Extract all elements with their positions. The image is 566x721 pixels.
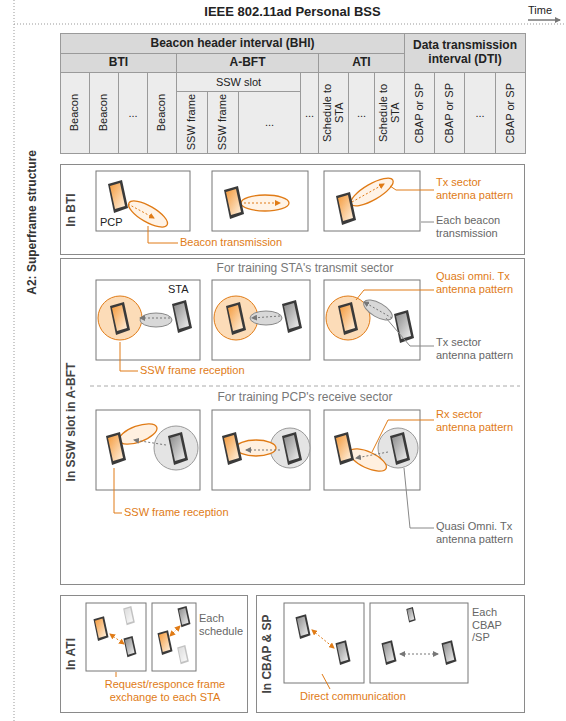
annotation-label: Beacon transmission xyxy=(180,236,320,249)
cell-text: ... xyxy=(305,107,314,120)
annotation-label: Direct communication xyxy=(300,690,470,703)
table-cell: SSW slot xyxy=(176,72,301,92)
table-cell: Beacon xyxy=(147,72,177,154)
annotation-label: Each beacon transmission xyxy=(436,214,522,239)
cell-text: ... xyxy=(357,107,366,120)
annotation-label: Rx sector antenna pattern xyxy=(436,408,522,433)
cell-text: Beacon xyxy=(69,94,81,131)
annotation-label: Time xyxy=(528,4,562,17)
cell-text: ... xyxy=(475,107,484,120)
annotation-label: A2: Superframe structure xyxy=(26,150,40,295)
cell-text: SSW frame xyxy=(186,94,198,150)
diagram-title: IEEE 802.11ad Personal BSS xyxy=(60,4,525,19)
panel-heading: In CBAP & SP xyxy=(260,614,274,693)
annotation-label: SSW frame reception xyxy=(124,506,264,519)
table-cell: ... xyxy=(238,91,301,154)
cell-text: ATI xyxy=(352,56,370,70)
cell-text: A-BFT xyxy=(230,56,266,70)
cell-text: Beacon xyxy=(98,94,110,131)
annotation-label: Each CBAP /SP xyxy=(472,606,522,644)
table-cell: Beacon header interval (BHI) xyxy=(60,33,405,54)
panel-heading: In SSW slot in A-BFT xyxy=(64,362,78,481)
table-cell: ... xyxy=(300,72,319,154)
annotation-label: Each schedule xyxy=(199,612,247,637)
annotation-label: STA xyxy=(168,283,198,296)
table-cell: SSW frame xyxy=(176,91,208,154)
table-cell: Beacon xyxy=(60,72,90,154)
table-cell: BTI xyxy=(60,53,177,73)
annotation-label: Request/responce frame exchange to each … xyxy=(84,678,246,703)
annotation-label: SSW frame reception xyxy=(140,364,280,377)
table-cell: ... xyxy=(118,72,148,154)
table-cell: SSW frame xyxy=(207,91,239,154)
cell-text: ... xyxy=(128,107,137,120)
annotation-label: Quasi omni. Tx antenna pattern xyxy=(436,270,522,295)
table-cell: ... xyxy=(348,72,375,154)
cell-text: SSW frame xyxy=(217,94,229,150)
cell-text: Data transmission interval (DTI) xyxy=(405,39,525,67)
cell-text: Schedule to STA xyxy=(322,73,345,153)
cell-text: Beacon xyxy=(156,94,168,131)
table-cell: CBAP or SP xyxy=(404,72,435,154)
table-cell: CBAP or SP xyxy=(434,72,465,154)
cell-text: SSW slot xyxy=(216,76,261,89)
table-cell: ... xyxy=(464,72,496,154)
table-cell: ATI xyxy=(318,53,405,73)
table-cell: Beacon xyxy=(89,72,119,154)
table-cell: Schedule to STA xyxy=(374,72,405,154)
panel-heading: In ATI xyxy=(64,638,78,670)
cell-text: BTI xyxy=(109,56,128,70)
table-cell: CBAP or SP xyxy=(495,72,526,154)
annotation-label: PCP xyxy=(100,216,130,229)
table-cell: A-BFT xyxy=(176,53,319,73)
annotation-label: Tx sector antenna pattern xyxy=(436,176,522,201)
table-cell: Data transmission interval (DTI) xyxy=(404,33,526,73)
cell-text: CBAP or SP xyxy=(444,83,456,143)
annotation-label: Quasi Omni. Tx antenna pattern xyxy=(436,520,522,545)
panel-heading: In BTI xyxy=(64,193,78,226)
cell-text: CBAP or SP xyxy=(505,83,517,143)
cell-text: Schedule to STA xyxy=(378,73,401,153)
annotation-label: For training PCP's receive sector xyxy=(90,391,520,405)
cell-text: Beacon header interval (BHI) xyxy=(150,37,314,51)
table-cell: Schedule to STA xyxy=(318,72,349,154)
annotation-label: Tx sector antenna pattern xyxy=(436,336,522,361)
cell-text: CBAP or SP xyxy=(414,83,426,143)
cell-text: ... xyxy=(265,116,274,129)
